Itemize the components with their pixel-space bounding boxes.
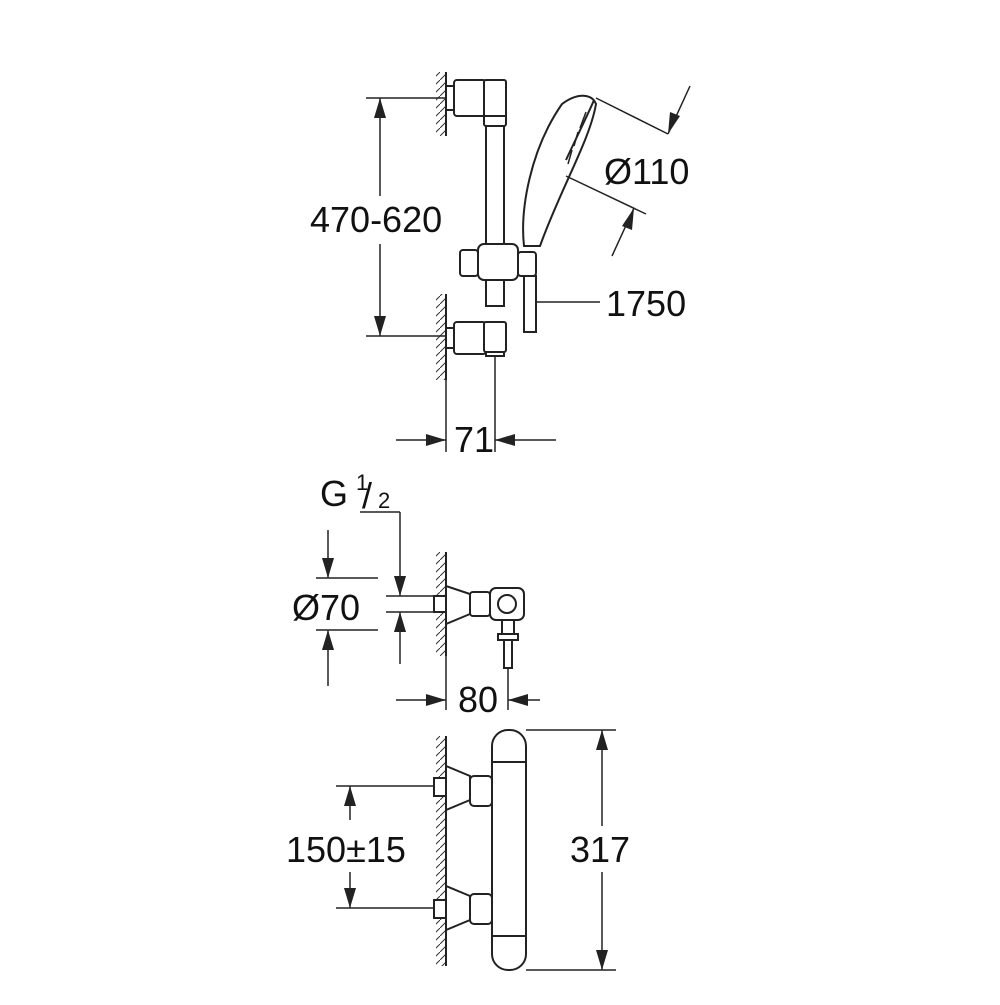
mixer-front-drawing [336, 729, 616, 971]
wall-upper-bracket [436, 72, 447, 136]
label-thread-numerator: 1 [356, 470, 368, 495]
upper-inlet-connector [433, 764, 493, 812]
label-thread-prefix: G [320, 473, 348, 514]
dimension-escutcheon-lines [316, 530, 378, 686]
lower-inlet-connector [433, 884, 493, 932]
label-escutcheon-diameter: Ø70 [292, 587, 360, 628]
hose [523, 275, 537, 333]
mixer-side-body [433, 584, 525, 669]
wall-mixer-front [436, 736, 447, 966]
label-thread-size: G 1 / 2 [320, 470, 390, 516]
dimension-handshower-lines [565, 85, 691, 257]
label-mixer-wall-offset: 80 [458, 679, 498, 720]
label-thread-slash: / [362, 475, 372, 516]
dimension-thread-lines [360, 511, 434, 664]
label-inlet-centers: 150±15 [286, 829, 406, 870]
upper-rail-bracket [445, 79, 507, 127]
label-rail-wall-offset: 71 [454, 419, 494, 460]
label-mixer-height: 317 [570, 829, 630, 870]
rail-slider [459, 243, 537, 281]
dimension-rail-offset-lines [396, 356, 556, 452]
dimension-mixer-height-lines [526, 729, 616, 971]
dimension-rail-height-lines [366, 97, 446, 337]
wall-lower-bracket [436, 294, 447, 380]
shower-rail-drawing [366, 72, 691, 452]
label-handshower-diameter: Ø110 [604, 151, 689, 192]
label-thread-denominator: 2 [378, 488, 390, 513]
label-rail-height: 470-620 [310, 199, 442, 240]
hand-shower [522, 94, 598, 247]
lower-rail-bracket [445, 321, 507, 355]
label-hose-length: 1750 [606, 283, 686, 324]
mixer-side-drawing [316, 511, 540, 710]
mixer-body [491, 729, 527, 971]
dimension-inlet-centers-lines [336, 785, 434, 909]
dimension-mixer-offset-lines [396, 656, 540, 710]
